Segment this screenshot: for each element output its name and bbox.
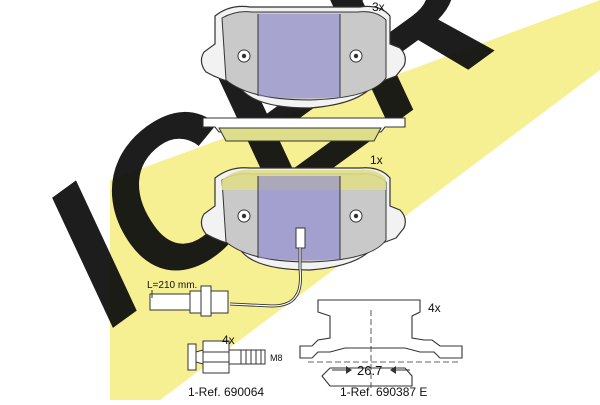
sensor-pad-blue-section xyxy=(258,176,340,261)
sensor-length-label: L=210 mm. xyxy=(147,280,197,291)
spring-upper-profile xyxy=(299,299,463,359)
dimension-arrowhead-right xyxy=(390,366,396,374)
top-pad-pin-right-center xyxy=(353,53,359,59)
bolt-quantity: 4x xyxy=(222,333,235,347)
bolt-thread xyxy=(240,349,266,365)
top-pad-blue-section xyxy=(258,14,340,99)
spring-reference: 1-Ref. 690387 E xyxy=(340,385,427,399)
top-pad-pin-left-center xyxy=(241,53,247,59)
sensor-connector-lock xyxy=(200,285,212,317)
sensor-pad-pin-left-center xyxy=(241,213,247,219)
spring-quantity: 4x xyxy=(428,301,441,315)
sensor-connector-plug xyxy=(149,293,191,311)
bolt-reference: 1-Ref. 690064 xyxy=(188,385,264,399)
sensor-pad-pin-right-center xyxy=(353,213,359,219)
bolt-shank xyxy=(228,349,242,365)
bolt-hex xyxy=(202,340,230,374)
wear-sensor-clip xyxy=(295,227,306,249)
bolt-head xyxy=(187,343,197,371)
bolt-thread-label: M8 xyxy=(270,353,283,363)
top-brake-pad: 3x xyxy=(200,0,406,109)
wear-sensor: L=210 mm. xyxy=(147,248,302,317)
top-pad-quantity: 3x xyxy=(372,0,385,14)
sensor-brake-pad: 1x xyxy=(200,153,406,271)
wear-sensor-cable-inner xyxy=(229,248,302,307)
spring-lower-profile xyxy=(321,367,413,387)
bolt-neck xyxy=(195,349,204,365)
anti-rattle-spring: 26.7 4x 1-Ref. 690387 E xyxy=(299,299,463,399)
pad-side-profile xyxy=(202,117,406,142)
guide-bolt: 4x M8 1-Ref. 690064 xyxy=(187,333,283,399)
spring-dimension-label: 26.7 xyxy=(357,363,382,378)
dimension-arrowhead-left xyxy=(346,366,352,374)
profile-friction-layer xyxy=(218,127,382,142)
sensor-pad-quantity: 1x xyxy=(370,153,383,167)
